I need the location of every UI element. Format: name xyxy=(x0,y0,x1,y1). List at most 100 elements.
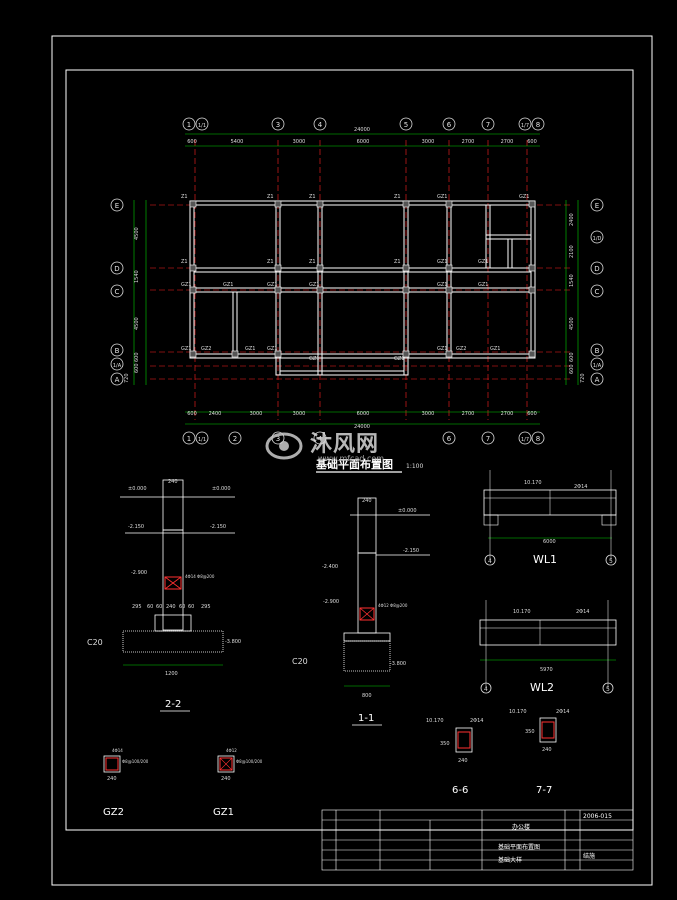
svg-text:60: 60 xyxy=(188,604,194,610)
detail-gz1-title: GZ1 xyxy=(213,807,234,818)
svg-text:7: 7 xyxy=(486,435,490,443)
svg-text:-2.150: -2.150 xyxy=(210,524,226,530)
svg-text:C20: C20 xyxy=(87,638,103,647)
svg-text:2Φ14: 2Φ14 xyxy=(576,609,589,615)
svg-text:Z1: Z1 xyxy=(267,194,274,200)
svg-text:-3.800: -3.800 xyxy=(225,639,241,645)
svg-text:60: 60 xyxy=(179,604,185,610)
svg-text:Φ8@100/200: Φ8@100/200 xyxy=(122,759,149,764)
right-dimension-values: 2400 2100 1540 4500 600 600 720 xyxy=(569,213,586,383)
axis-grid xyxy=(150,140,570,420)
svg-text:2: 2 xyxy=(233,435,237,443)
svg-text:1200: 1200 xyxy=(165,671,178,677)
svg-text:-2.900: -2.900 xyxy=(131,570,147,576)
svg-text:2700: 2700 xyxy=(462,139,475,145)
svg-text:3000: 3000 xyxy=(250,411,263,417)
svg-text:1540: 1540 xyxy=(134,270,140,283)
svg-text:GZ1: GZ1 xyxy=(181,346,191,352)
svg-text:2Φ14: 2Φ14 xyxy=(470,718,483,724)
svg-text:8: 8 xyxy=(536,435,540,443)
svg-text:1/7: 1/7 xyxy=(521,437,529,443)
svg-text:1/D: 1/D xyxy=(593,236,602,242)
beam-wl1: 4 5 10.170 2Φ14 6000 WL1 xyxy=(483,470,617,566)
section-1-1-title: 1-1 xyxy=(358,713,374,724)
svg-text:D: D xyxy=(594,265,599,273)
svg-text:1: 1 xyxy=(187,121,191,129)
svg-text:3000: 3000 xyxy=(293,411,306,417)
left-dimensions xyxy=(133,200,147,385)
svg-text:5: 5 xyxy=(609,558,613,565)
svg-text:1: 1 xyxy=(187,435,191,443)
svg-text:E: E xyxy=(595,202,599,210)
watermark-logo-icon xyxy=(265,432,303,460)
svg-text:350: 350 xyxy=(525,729,535,735)
title-block-sheet: 结施 xyxy=(583,852,595,860)
beam-wl2: 4 5 10.170 2Φ14 5970 WL2 xyxy=(479,600,617,694)
svg-text:GZ1: GZ1 xyxy=(245,346,255,352)
svg-text:3000: 3000 xyxy=(422,411,435,417)
svg-text:10.170: 10.170 xyxy=(509,709,527,715)
svg-text:3000: 3000 xyxy=(422,139,435,145)
svg-text:-3.800: -3.800 xyxy=(390,661,406,667)
svg-text:GZ1: GZ1 xyxy=(437,282,447,288)
svg-text:Z1: Z1 xyxy=(267,259,274,265)
svg-text:6: 6 xyxy=(447,121,452,129)
svg-text:E: E xyxy=(115,202,119,210)
svg-text:C20: C20 xyxy=(292,657,308,666)
title-block-code: 2006-015 xyxy=(583,813,612,820)
svg-text:240: 240 xyxy=(221,776,231,782)
svg-text:4: 4 xyxy=(488,558,492,565)
svg-text:-2.150: -2.150 xyxy=(128,524,144,530)
svg-text:6000: 6000 xyxy=(357,139,370,145)
svg-text:240: 240 xyxy=(458,758,468,764)
svg-text:2100: 2100 xyxy=(569,245,575,258)
bottom-axis-bubbles xyxy=(182,431,545,445)
right-axis-bubbles xyxy=(590,198,604,386)
svg-text:±0.000: ±0.000 xyxy=(128,486,147,492)
svg-text:A: A xyxy=(115,376,120,384)
svg-text:GZ1: GZ1 xyxy=(267,346,277,352)
title-block-drawing-2: 基础大样 xyxy=(498,856,522,864)
svg-text:600: 600 xyxy=(527,139,537,145)
svg-text:2700: 2700 xyxy=(501,411,514,417)
svg-text:600: 600 xyxy=(569,352,575,362)
svg-text:295: 295 xyxy=(201,604,211,610)
svg-text:Z1: Z1 xyxy=(309,259,316,265)
detail-7-7-title: 7-7 xyxy=(536,785,552,796)
svg-text:2400: 2400 xyxy=(209,411,222,417)
svg-text:Z1: Z1 xyxy=(181,194,188,200)
svg-text:6: 6 xyxy=(447,435,452,443)
title-block-project: 办公楼 xyxy=(512,823,530,831)
svg-text:GZ1: GZ1 xyxy=(181,282,191,288)
svg-text:GZ1: GZ1 xyxy=(309,282,319,288)
svg-text:-2.900: -2.900 xyxy=(323,599,339,605)
svg-text:4Φ12 Φ8@200: 4Φ12 Φ8@200 xyxy=(378,603,408,608)
svg-text:Z1: Z1 xyxy=(394,259,401,265)
svg-text:600: 600 xyxy=(187,139,197,145)
detail-7-7: 10.170 2Φ14 350 240 7-7 xyxy=(509,709,569,796)
svg-text:240: 240 xyxy=(107,776,117,782)
svg-text:3: 3 xyxy=(276,435,280,443)
svg-text:GZ1: GZ1 xyxy=(478,282,488,288)
svg-text:4Φ14: 4Φ14 xyxy=(112,748,123,753)
svg-text:8: 8 xyxy=(536,121,540,129)
walls xyxy=(189,200,536,376)
detail-gz1: 4Φ12 Φ8@100/200 240 GZ1 xyxy=(213,748,263,818)
svg-text:4: 4 xyxy=(318,121,323,129)
title-block xyxy=(321,809,634,871)
title-block-drawing-1: 基础平面布置图 xyxy=(498,843,540,851)
svg-text:4500: 4500 xyxy=(134,317,140,330)
svg-text:4500: 4500 xyxy=(134,227,140,240)
svg-text:350: 350 xyxy=(440,741,450,747)
detail-gz2: 4Φ14 Φ8@100/200 240 GZ2 xyxy=(103,748,149,818)
svg-text:4500: 4500 xyxy=(569,317,575,330)
watermark-brand: 沐风网 xyxy=(310,432,380,457)
svg-text:10.170: 10.170 xyxy=(524,480,542,486)
svg-text:60: 60 xyxy=(156,604,162,610)
